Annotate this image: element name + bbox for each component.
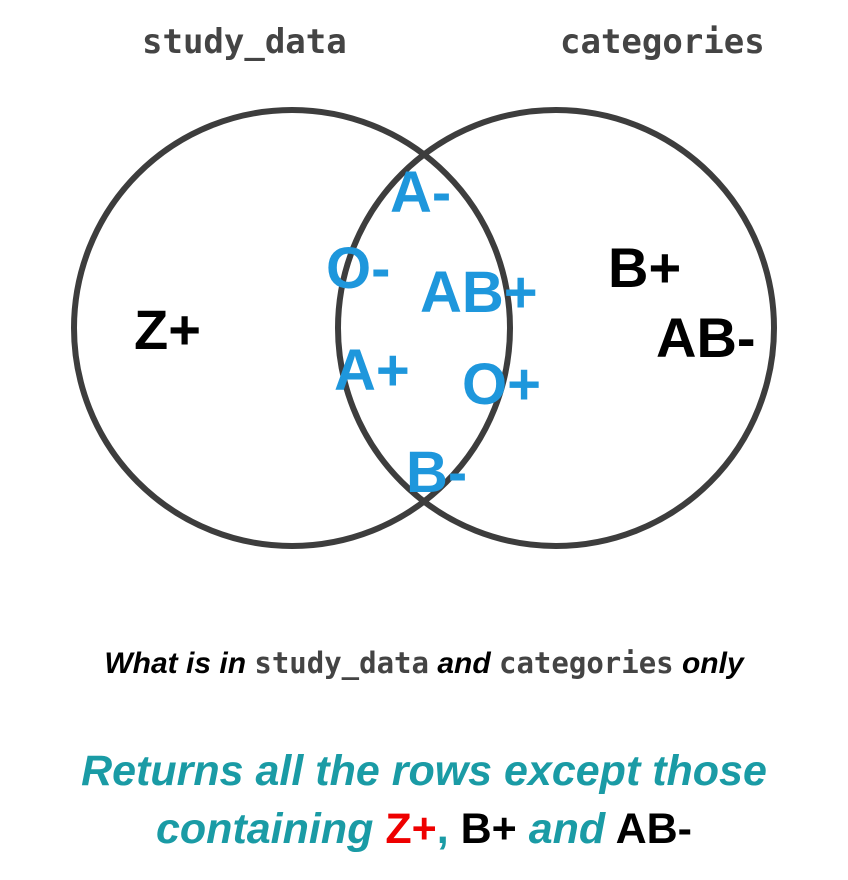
intersection-item-o-plus: O+ bbox=[462, 352, 541, 417]
diagram-caption: What is in study_data and categories onl… bbox=[0, 646, 848, 681]
caption-text-1: What is in bbox=[104, 647, 247, 680]
right-only-item-b-plus: B+ bbox=[608, 236, 682, 299]
caption-text-2: and bbox=[437, 647, 491, 680]
result-and-text: and bbox=[528, 805, 606, 853]
intersection-item-b-minus: B- bbox=[406, 440, 468, 505]
left-only-item-z-plus: Z+ bbox=[134, 298, 201, 361]
intersection-item-a-minus: A- bbox=[390, 160, 452, 225]
right-only-item-ab-minus: AB- bbox=[656, 306, 756, 369]
caption-text-3: only bbox=[681, 647, 744, 680]
right-set-circle bbox=[335, 107, 777, 549]
left-set-label: study_data bbox=[142, 22, 347, 62]
venn-diagram bbox=[71, 107, 777, 549]
result-line-1: Returns all the rows except those bbox=[81, 747, 767, 795]
caption-set-1: study_data bbox=[254, 646, 429, 680]
intersection-item-ab-plus: AB+ bbox=[420, 260, 538, 325]
right-set-label: categories bbox=[560, 22, 765, 62]
result-containing-text: containing bbox=[156, 805, 374, 853]
left-set-circle bbox=[71, 107, 513, 549]
intersection-item-a-plus: A+ bbox=[334, 338, 410, 403]
result-separator: , bbox=[436, 805, 449, 853]
caption-set-2: categories bbox=[499, 646, 674, 680]
intersection-item-o-minus: O- bbox=[326, 236, 391, 301]
excluded-item-z-plus: Z+ bbox=[385, 805, 437, 853]
excluded-item-b-plus: B+ bbox=[460, 805, 517, 853]
result-line-2: containing Z+, B+ and AB- bbox=[0, 808, 848, 851]
excluded-item-ab-minus: AB- bbox=[615, 805, 692, 853]
